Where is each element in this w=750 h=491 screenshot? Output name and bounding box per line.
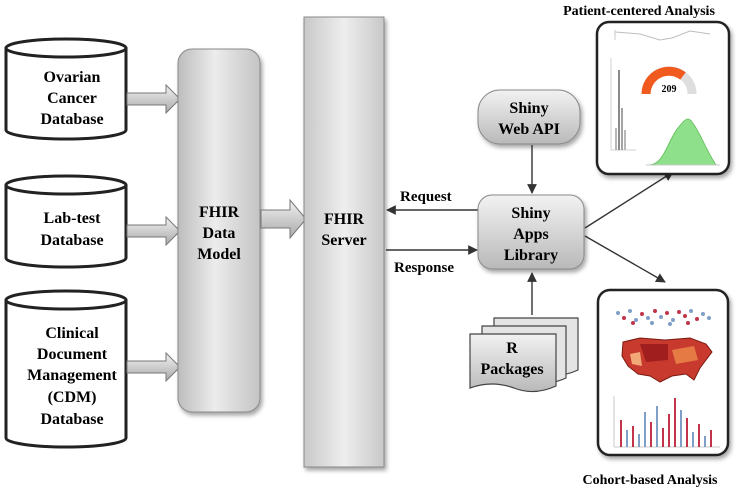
cohort-based-title: Cohort-based Analysis	[583, 473, 719, 488]
shiny-web-api-label-1: Shiny	[509, 100, 548, 117]
ovarian-cancer-database: Ovarian Cancer Database	[4, 37, 128, 141]
fhir-data-model-label-1: FHIR	[199, 204, 239, 221]
shiny-web-api-box	[477, 89, 581, 145]
fhir-server-label-2: Server	[321, 232, 366, 249]
labtest-label-2: Database	[40, 232, 103, 249]
r-packages-stack	[469, 317, 579, 393]
block-arrow-model-to-server	[260, 198, 307, 240]
shiny-apps-library-label-3: Library	[504, 247, 558, 264]
gauge-arc	[641, 66, 686, 95]
fhir-data-model-label-2: Data	[203, 225, 236, 242]
patient-centered-panel	[595, 20, 731, 176]
fhir-data-model-box	[177, 48, 261, 413]
cdm-label-1: Clinical	[45, 325, 99, 342]
scatter-dots	[616, 309, 711, 326]
cdm-database: Clinical Document Management (CDM) Datab…	[4, 289, 128, 449]
shiny-web-api-label-2: Web API	[498, 121, 560, 138]
fhir-server-box	[303, 16, 385, 468]
cdm-label-5: Database	[40, 411, 103, 428]
r-packages-label-2: Packages	[480, 361, 543, 378]
patient-centered-title: Patient-centered Analysis	[563, 4, 715, 19]
ovarian-label-1: Ovarian	[44, 69, 101, 86]
response-label: Response	[394, 260, 454, 276]
r-packages-label-1: R	[506, 340, 518, 357]
cdm-label-4: (CDM)	[48, 389, 97, 406]
cdm-label-3: Management	[27, 367, 117, 384]
ovarian-label-2: Cancer	[47, 90, 97, 107]
lab-test-database: Lab-test Database	[4, 174, 128, 269]
ovarian-label-3: Database	[40, 111, 103, 128]
library-to-patient-arrow	[584, 171, 674, 229]
fhir-data-model-label-3: Model	[197, 246, 241, 263]
library-to-cohort-arrow	[584, 235, 666, 283]
block-arrow-labtest	[126, 215, 181, 247]
cohort-dashboard-thumbnail	[613, 309, 720, 448]
fhir-server-label-1: FHIR	[324, 211, 364, 228]
patient-dashboard-thumbnail: 209	[610, 30, 720, 166]
cohort-bars	[620, 398, 712, 447]
shiny-apps-library-label-1: Shiny	[511, 205, 550, 222]
labtest-label-1: Lab-test	[44, 210, 102, 227]
gauge-value: 209	[662, 84, 677, 95]
shiny-apps-library-label-2: Apps	[513, 226, 549, 243]
block-arrow-ovarian	[126, 83, 181, 115]
block-arrow-cdm	[126, 351, 181, 383]
cdm-label-2: Document	[37, 346, 108, 363]
shiny-apps-library-box	[477, 194, 585, 270]
request-label: Request	[400, 189, 452, 205]
